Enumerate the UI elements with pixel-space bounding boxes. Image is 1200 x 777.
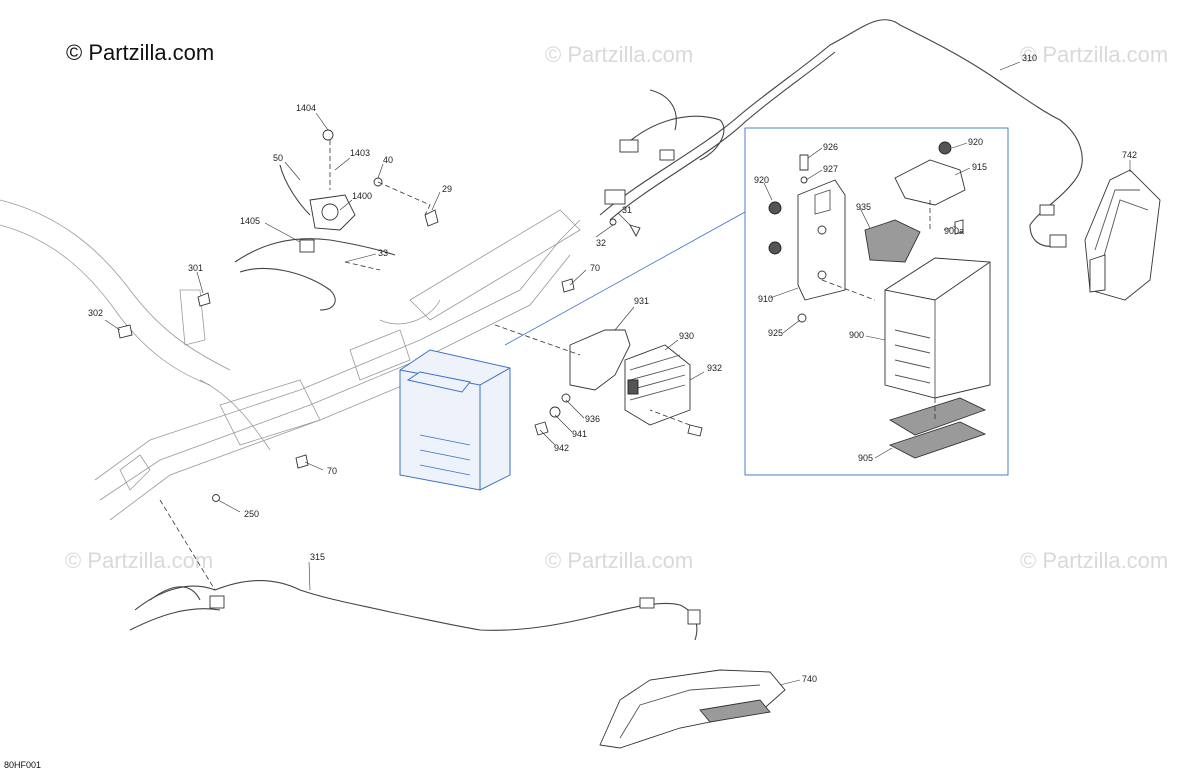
leader-lines <box>104 61 1131 686</box>
callout-1405: 1405 <box>240 216 260 226</box>
callout-925: 925 <box>768 328 783 338</box>
connector-icon <box>604 189 626 205</box>
watermark-bottom-left: © Partzilla.com <box>65 548 213 573</box>
detail-link <box>504 211 746 346</box>
callout-927: 927 <box>823 164 838 174</box>
washer-icon <box>212 494 220 502</box>
callout-70-top: 70 <box>590 263 600 273</box>
connector-icon <box>209 595 225 609</box>
nut-icon <box>561 393 571 403</box>
callout-40: 40 <box>383 155 393 165</box>
callout-932: 932 <box>707 363 722 373</box>
watermark-top-center: © Partzilla.com <box>545 42 693 67</box>
connector-icon <box>299 239 315 253</box>
taillight-740 <box>599 669 786 749</box>
harness-315 <box>129 580 701 641</box>
callout-740: 740 <box>802 674 817 684</box>
callout-31: 31 <box>622 205 632 215</box>
connector-icon <box>1049 234 1067 248</box>
diagram-code: 80HF001 <box>4 760 41 770</box>
callout-915: 915 <box>972 162 987 172</box>
callout-50: 50 <box>273 153 283 163</box>
washer-icon <box>549 406 561 418</box>
battery-installed <box>399 349 511 491</box>
callout-910: 910 <box>758 294 773 304</box>
callout-936: 936 <box>585 414 600 424</box>
callout-315: 315 <box>310 552 325 562</box>
grommet-icon <box>938 141 952 155</box>
nut-icon <box>322 129 334 141</box>
callout-926: 926 <box>823 142 838 152</box>
copyright-label: © Partzilla.com <box>66 40 214 65</box>
connector-icon <box>639 597 655 609</box>
callout-1403: 1403 <box>350 148 370 158</box>
vehicle-frame <box>0 199 581 521</box>
connector-icon <box>1039 204 1055 216</box>
fasteners-left <box>117 292 309 591</box>
callout-250: 250 <box>244 509 259 519</box>
connector-icon <box>619 139 639 153</box>
callout-900a: 900a <box>944 226 964 236</box>
washer-icon <box>609 218 617 226</box>
callout-935: 935 <box>856 202 871 212</box>
callout-70-bottom: 70 <box>327 466 337 476</box>
callout-1400: 1400 <box>352 191 372 201</box>
harness-310 <box>599 19 1083 248</box>
callout-310: 310 <box>1022 53 1037 63</box>
relay-cluster <box>234 129 641 311</box>
callout-32: 32 <box>596 238 606 248</box>
callout-1404: 1404 <box>296 103 316 113</box>
callout-920-left: 920 <box>754 175 769 185</box>
callout-33: 33 <box>378 248 388 258</box>
callout-742: 742 <box>1122 150 1137 160</box>
watermark-bottom-center: © Partzilla.com <box>545 548 693 573</box>
callout-900: 900 <box>849 330 864 340</box>
headlight-742 <box>1084 169 1161 301</box>
callout-930: 930 <box>679 331 694 341</box>
grommet-icon <box>768 201 782 215</box>
callout-301: 301 <box>188 263 203 273</box>
solenoid-icon <box>321 203 339 221</box>
grommet-icon <box>768 241 782 255</box>
callout-931: 931 <box>634 296 649 306</box>
callout-905: 905 <box>858 453 873 463</box>
watermark-bottom-right: © Partzilla.com <box>1020 548 1168 573</box>
watermark-top-right: © Partzilla.com <box>1020 42 1168 67</box>
connector-icon <box>659 149 675 161</box>
connector-icon <box>627 379 639 395</box>
connector-icon <box>687 609 701 625</box>
callout-302: 302 <box>88 308 103 318</box>
callout-29: 29 <box>442 184 452 194</box>
regulator-group <box>494 324 703 437</box>
callout-labels: 1404 50 1403 40 1400 29 1405 33 31 32 70… <box>88 53 1137 684</box>
callout-942: 942 <box>554 443 569 453</box>
battery-detail-box <box>744 127 1009 476</box>
callout-941: 941 <box>572 429 587 439</box>
callout-920-right: 920 <box>968 137 983 147</box>
watermarks: © Partzilla.com © Partzilla.com © Partzi… <box>65 42 1168 573</box>
